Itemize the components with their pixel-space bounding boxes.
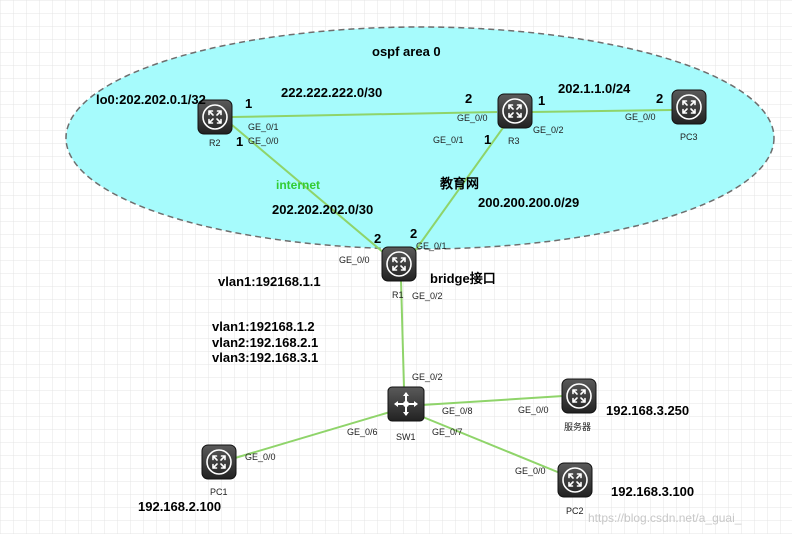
port-label: GE_0/2 bbox=[412, 291, 443, 301]
network-label-r2-r3: 222.222.222.0/30 bbox=[281, 85, 382, 100]
sw-vlan1-label: vlan1:192168.1.2 bbox=[212, 319, 315, 334]
device-label-pc3: PC3 bbox=[680, 132, 698, 142]
port-label: GE_0/2 bbox=[412, 372, 443, 382]
links bbox=[231, 109, 673, 474]
ospf-area-label: ospf area 0 bbox=[372, 44, 441, 59]
device-label-r1: R1 bbox=[392, 290, 404, 300]
device-label-sw1: SW1 bbox=[396, 432, 416, 442]
port-labels: GE_0/1 GE_0/0 GE_0/0 GE_0/2 GE_0/1 GE_0/… bbox=[245, 112, 656, 476]
edu-net-label: 教育网 bbox=[439, 176, 479, 191]
network-label-r2-r1: 202.202.202.0/30 bbox=[272, 202, 373, 217]
port-label: GE_0/7 bbox=[432, 427, 463, 437]
port-label: GE_0/0 bbox=[457, 113, 488, 123]
port-label: GE_0/1 bbox=[416, 241, 447, 251]
endpoint-number: 2 bbox=[656, 91, 663, 106]
sw-vlan3-label: vlan3:192.168.3.1 bbox=[212, 350, 318, 365]
router-r2[interactable]: R2 bbox=[197, 99, 233, 148]
port-label: GE_0/6 bbox=[347, 427, 378, 437]
port-label: GE_0/8 bbox=[442, 406, 473, 416]
link-sw1-pc2 bbox=[417, 414, 561, 474]
endpoint-number: 2 bbox=[465, 91, 472, 106]
network-label-r3-pc3: 202.1.1.0/24 bbox=[558, 81, 631, 96]
endpoint-number: 2 bbox=[374, 231, 381, 246]
loopback-label: lo0:202.202.0.1/32 bbox=[96, 92, 206, 107]
port-label: GE_0/0 bbox=[248, 136, 279, 146]
ospf-area-ellipse bbox=[65, 26, 775, 250]
device-pc1[interactable]: PC1 bbox=[201, 444, 237, 497]
port-label: GE_0/2 bbox=[533, 125, 564, 135]
endpoint-number: 1 bbox=[484, 132, 491, 147]
endpoint-number: 1 bbox=[245, 96, 252, 111]
device-label-r2: R2 bbox=[209, 138, 221, 148]
device-label-pc2: PC2 bbox=[566, 506, 584, 516]
device-label-r3: R3 bbox=[508, 136, 520, 146]
endpoint-number: 2 bbox=[410, 226, 417, 241]
device-label-server: 服务器 bbox=[564, 421, 591, 432]
sw-vlan2-label: vlan2:192.168.2.1 bbox=[212, 335, 318, 350]
device-label-pc1: PC1 bbox=[210, 487, 228, 497]
link-r1-sw1 bbox=[400, 279, 405, 389]
link-sw1-server bbox=[421, 395, 564, 406]
link-r2-r3 bbox=[231, 111, 498, 118]
switch-sw1[interactable]: SW1 bbox=[387, 386, 425, 442]
port-label: GE_0/0 bbox=[625, 112, 656, 122]
router-r1[interactable]: R1 bbox=[381, 246, 417, 300]
link-sw1-pc1 bbox=[234, 411, 391, 459]
bridge-interface-label: bridge接口 bbox=[430, 271, 496, 286]
port-label: GE_0/1 bbox=[433, 135, 464, 145]
r1-vlan1-label: vlan1:192168.1.1 bbox=[218, 274, 321, 289]
link-r3-r1 bbox=[411, 124, 506, 256]
network-label-r3-r1: 200.200.200.0/29 bbox=[478, 195, 579, 210]
router-r3[interactable]: R3 bbox=[497, 93, 533, 146]
port-label: GE_0/1 bbox=[248, 122, 279, 132]
port-label: GE_0/0 bbox=[245, 452, 276, 462]
port-label: GE_0/0 bbox=[515, 466, 546, 476]
watermark-text: https://blog.csdn.net/a_guai_ bbox=[588, 511, 742, 525]
device-pc2[interactable]: PC2 bbox=[557, 462, 593, 516]
pc1-ip-label: 192.168.2.100 bbox=[138, 499, 221, 514]
device-server[interactable]: 服务器 bbox=[561, 378, 597, 432]
port-label: GE_0/0 bbox=[518, 405, 549, 415]
endpoint-number: 1 bbox=[538, 93, 545, 108]
network-labels: ospf area 0 lo0:202.202.0.1/32 222.222.2… bbox=[96, 44, 742, 525]
internet-label: internet bbox=[276, 178, 320, 192]
endpoint-numbers: 1 1 2 1 1 2 2 2 bbox=[236, 91, 663, 246]
link-r3-pc3 bbox=[531, 109, 673, 113]
server-ip-label: 192.168.3.250 bbox=[606, 403, 689, 418]
device-pc3[interactable]: PC3 bbox=[671, 89, 707, 142]
pc2-ip-label: 192.168.3.100 bbox=[611, 484, 694, 499]
link-r2-r1 bbox=[231, 124, 391, 259]
endpoint-number: 1 bbox=[236, 134, 243, 149]
port-label: GE_0/0 bbox=[339, 255, 370, 265]
